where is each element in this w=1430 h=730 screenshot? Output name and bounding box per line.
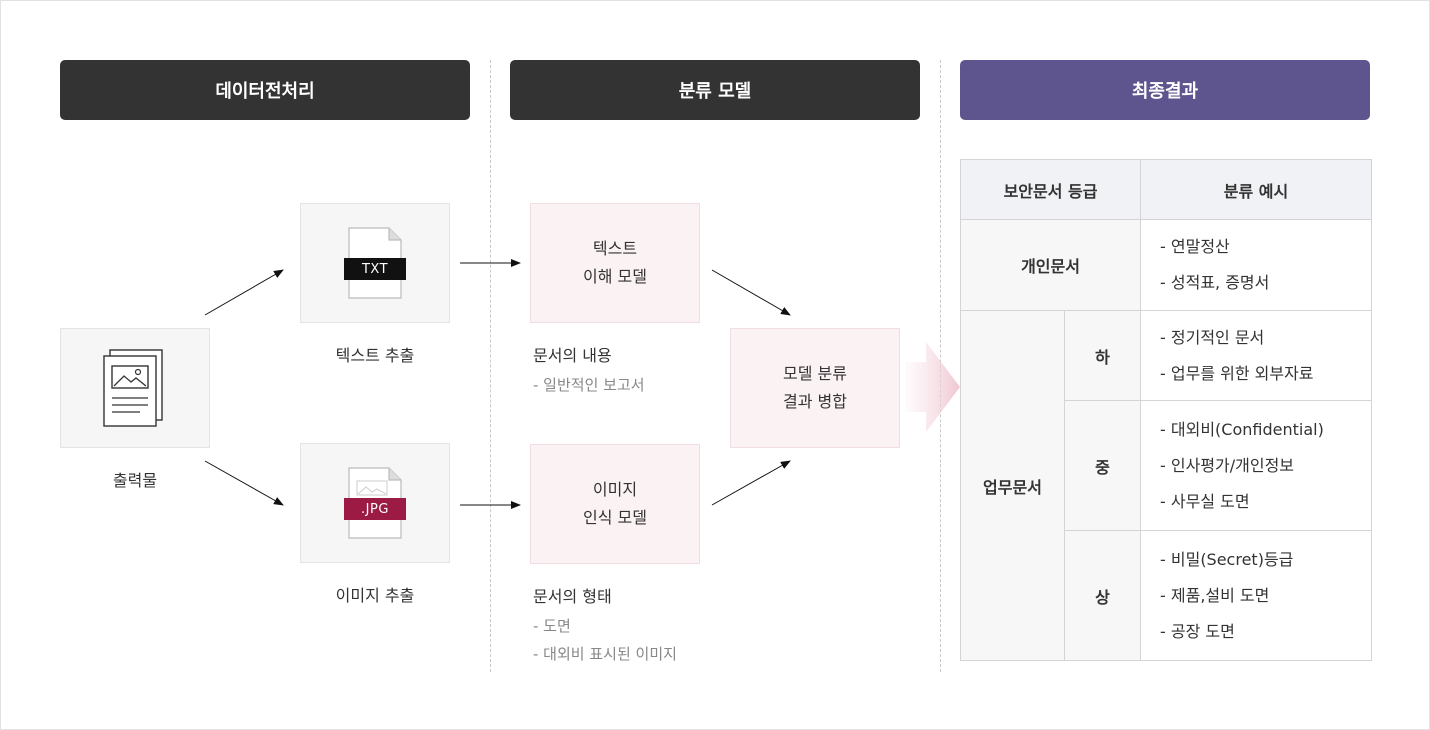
- level-high: 상: [1063, 530, 1142, 661]
- header-result: 최종결과: [960, 60, 1370, 120]
- image-model-desc-item-2: - 대외비 표시된 이미지: [533, 645, 677, 663]
- header-preprocessing: 데이터전처리: [60, 60, 470, 120]
- image-extract-box: [300, 443, 450, 563]
- image-model-desc-title: 문서의 형태: [533, 587, 612, 606]
- examples-high: - 비밀(Secret)등급 - 제품,설비 도면 - 공장 도면: [1140, 530, 1373, 661]
- arrow-textmodel-to-merge: [711, 269, 791, 316]
- arrow-source-to-image: [204, 460, 284, 506]
- text-model-desc-item: - 일반적인 보고서: [533, 376, 645, 394]
- arrow-source-to-text: [204, 269, 284, 316]
- txt-file-label: TXT: [361, 262, 389, 277]
- result-table: 보안문서 등급 분류 예시 개인문서 - 연말정산 - 성적표, 증명서 업무문…: [959, 159, 1373, 661]
- arrow-imagemodel-to-merge: [711, 460, 791, 506]
- text-model-line1: 텍스트: [592, 239, 638, 258]
- document-stack-icon: [103, 349, 163, 427]
- text-model-desc-title: 문서의 내용: [533, 346, 612, 365]
- grade-business: 업무문서: [960, 310, 1065, 661]
- text-model-box: 텍스트 이해 모델: [530, 203, 700, 323]
- result-arrow: [905, 342, 960, 432]
- source-box: [60, 328, 210, 448]
- examples-mid: - 대외비(Confidential) - 인사평가/개인정보 - 사무실 도면: [1140, 400, 1373, 531]
- jpg-file-label: .JPG: [361, 502, 389, 517]
- table-header-grade: 보안문서 등급: [959, 159, 1142, 220]
- header-classification: 분류 모델: [510, 60, 920, 120]
- image-extract-caption: 이미지 추출: [335, 586, 415, 605]
- level-low: 하: [1063, 310, 1142, 401]
- source-label: 출력물: [112, 471, 158, 490]
- level-mid: 중: [1063, 400, 1142, 531]
- divider-1: [490, 60, 491, 672]
- text-extract-caption: 텍스트 추출: [335, 346, 415, 365]
- image-model-box: 이미지 인식 모델: [530, 444, 700, 564]
- examples-personal: - 연말정산 - 성적표, 증명서: [1140, 219, 1373, 311]
- text-extract-box: [300, 203, 450, 323]
- merge-line1: 모델 분류: [783, 364, 847, 383]
- jpg-file-icon: [344, 467, 406, 539]
- table-header-example: 분류 예시: [1140, 159, 1373, 220]
- examples-low: - 정기적인 문서 - 업무를 위한 외부자료: [1140, 310, 1373, 401]
- merge-box: 모델 분류 결과 병합: [730, 328, 900, 448]
- text-model-line2: 이해 모델: [583, 267, 647, 286]
- txt-file-icon: [344, 227, 406, 299]
- merge-line2: 결과 병합: [783, 392, 847, 411]
- image-model-desc-item-1: - 도면: [533, 617, 571, 635]
- image-model-line1: 이미지: [592, 480, 638, 499]
- image-model-line2: 인식 모델: [583, 508, 647, 527]
- grade-personal: 개인문서: [959, 219, 1142, 311]
